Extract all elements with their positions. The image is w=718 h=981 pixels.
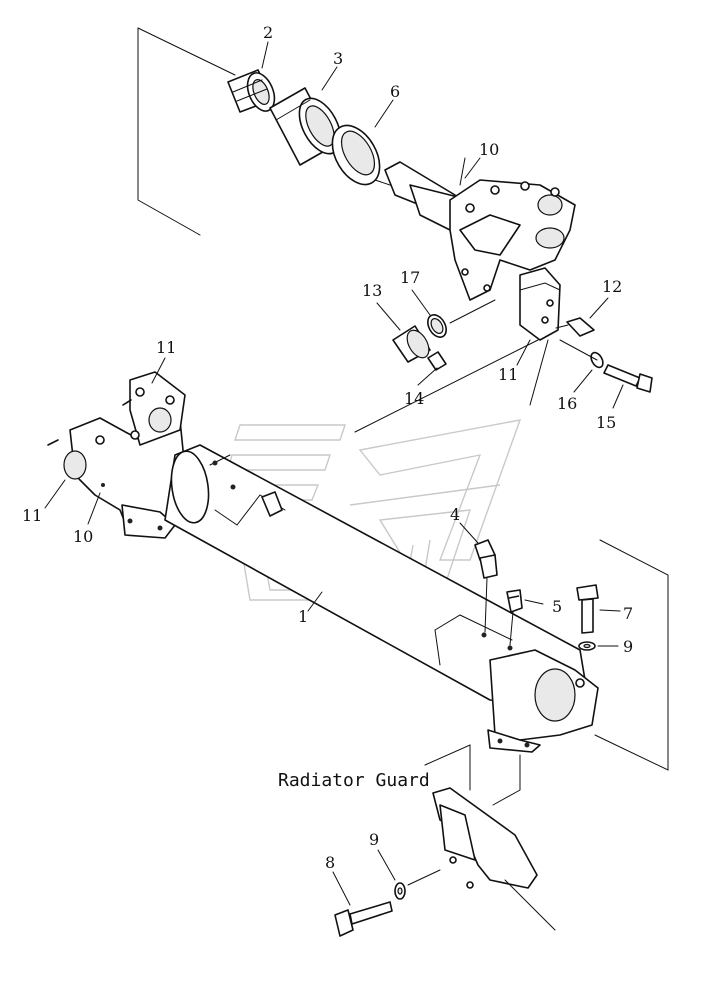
pin-part-14 [427, 351, 447, 371]
callout-5: 5 [552, 597, 562, 616]
callout-3: 3 [333, 49, 343, 68]
callout-2: 2 [263, 23, 273, 42]
grease-nipple-part-5 [506, 589, 523, 646]
radiator-guard-caption: Radiator Guard [278, 770, 430, 791]
callout-14: 14 [404, 389, 424, 408]
elbow-fitting-part-4 [474, 539, 498, 633]
pivot-bracket-part-10 [384, 157, 576, 301]
washer-part-9a [578, 641, 596, 651]
bolt-part-8 [334, 901, 393, 937]
assembly-leader-lines [354, 339, 549, 433]
bolt-part-15 [559, 339, 653, 393]
callout-6: 6 [390, 82, 400, 101]
callout-11-cap: 11 [498, 365, 518, 384]
callout-leaders [44, 41, 624, 906]
ring-part-17 [427, 299, 496, 338]
callout-11-left-top: 11 [156, 338, 176, 357]
callout-9-bottom: 9 [369, 830, 379, 849]
right-frame [594, 539, 669, 771]
callout-17: 17 [400, 268, 420, 287]
left-bracket-part-10 [47, 371, 186, 539]
axle-tube-part-1 [164, 444, 586, 706]
callout-15: 15 [596, 413, 616, 432]
callout-1: 1 [298, 607, 308, 626]
upper-frame [137, 27, 421, 236]
callout-11-left: 11 [22, 506, 42, 525]
bushing-part-13 [392, 325, 431, 363]
callout-8: 8 [325, 853, 335, 872]
washer-part-9b [394, 882, 406, 900]
callout-4: 4 [450, 505, 460, 524]
callout-7: 7 [623, 604, 633, 623]
right-end-bracket [487, 649, 599, 753]
callout-13: 13 [362, 281, 382, 300]
bushing-part-2 [227, 69, 276, 113]
bearing-cap-part-11 [519, 267, 561, 341]
radiator-guard-bracket [407, 744, 556, 931]
callout-10-upper: 10 [479, 140, 499, 159]
bolt-part-7 [576, 584, 599, 634]
callout-12: 12 [602, 277, 622, 296]
seal-ring-part-6 [331, 124, 381, 186]
grease-fitting-part-12 [555, 317, 595, 337]
callout-9-right: 9 [623, 637, 633, 656]
callout-16: 16 [557, 394, 577, 413]
callout-10-left: 10 [73, 527, 93, 546]
